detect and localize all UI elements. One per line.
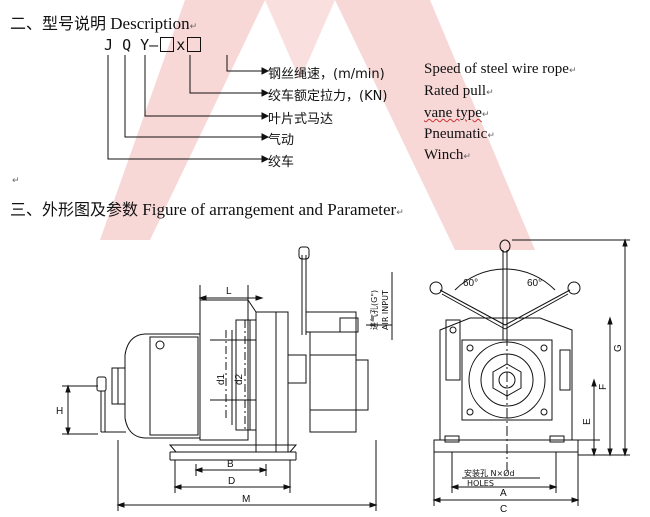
- legend-cn-pneumatic: 气动: [268, 133, 295, 148]
- section3-heading: 三、外形图及参数 Figure of arrangement and Param…: [10, 200, 404, 219]
- dim-label-a: A: [500, 488, 507, 499]
- section3-title-en: Figure of arrangement and Parameter: [142, 200, 397, 219]
- code-box-speed: [187, 37, 202, 52]
- holes-label-cn: 安装孔 N×Ød: [464, 468, 515, 478]
- dim-label-g: G: [613, 344, 624, 352]
- legend-cn-speed: 钢丝绳速，(m/min): [268, 67, 385, 82]
- code-x: x: [176, 36, 186, 54]
- section2-heading: 二、型号说明 Description↵: [10, 14, 198, 33]
- side-view: [62, 246, 393, 511]
- dim-label-h: H: [56, 406, 63, 417]
- dim-label-m: M: [242, 494, 250, 505]
- section3-title-cn: 三、外形图及参数: [10, 200, 139, 219]
- dim-label-d1: d1: [216, 373, 227, 385]
- dim-label-d2: d2: [234, 373, 245, 385]
- legend-cn-vane: 叶片式马达: [268, 112, 334, 127]
- legend-en-speed: Speed of steel wire rope↵: [424, 61, 577, 77]
- dim-label-l: L: [226, 286, 232, 297]
- code-letter-q: Q: [122, 36, 132, 54]
- front-view: [429, 238, 630, 506]
- dim-label-f: F: [598, 384, 609, 390]
- angle-label-left: 60°: [463, 278, 478, 289]
- angle-label-right: 60°: [527, 278, 542, 289]
- legend-en-pneumatic: Pneumatic↵: [424, 126, 495, 142]
- legend-en-pull: Rated pull↵: [424, 83, 494, 99]
- dim-label-b: B: [227, 459, 234, 470]
- paragraph-mark: ↵: [12, 176, 20, 186]
- dim-label-c: C: [500, 504, 507, 515]
- section2-title-en: Description: [110, 14, 190, 33]
- dim-label-e: E: [582, 418, 593, 425]
- code-letter-y: Y: [140, 36, 150, 54]
- legend-cn-winch: 绞车: [268, 155, 295, 170]
- code-dash: —: [149, 36, 159, 54]
- holes-label-en: HOLES: [467, 479, 494, 488]
- air-inlet-label-cn: 进气孔(G"): [369, 290, 379, 330]
- code-letter-j: J: [104, 36, 114, 54]
- legend-en-winch: Winch↵: [424, 147, 471, 163]
- section2-title-cn: 二、型号说明: [10, 14, 107, 33]
- dim-label-d: D: [228, 476, 235, 487]
- code-box-pull: [160, 37, 175, 52]
- air-inlet-label-en: AIR INPUT: [381, 290, 390, 330]
- legend-cn-pull: 绞车额定拉力，(KN): [268, 89, 388, 104]
- model-code: J Q Y— x: [104, 36, 203, 54]
- legend-en-vane: vane type↵: [424, 105, 490, 121]
